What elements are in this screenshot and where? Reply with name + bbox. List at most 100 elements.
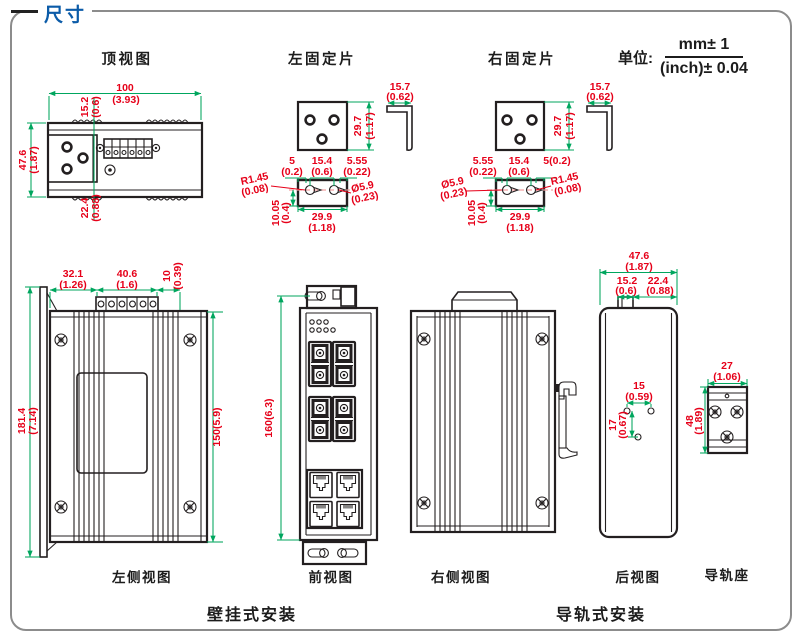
dim-lside-seg2-mm: 40.6 — [117, 268, 138, 280]
rail-mount-dimension-lines — [700, 379, 748, 454]
front-view: 160(6.3) 前视图 — [263, 284, 379, 585]
right-fixing-clip-view: 右固定片 — [439, 50, 614, 234]
mount-screw — [720, 430, 734, 444]
dim-rclip-slot-dia-mm: Ø5.9 — [440, 175, 465, 192]
corner-screw — [417, 332, 431, 346]
keyhole-slot — [307, 548, 329, 558]
rear-dimension-lines — [599, 269, 678, 438]
dim-rear-notch-in: (0.6) — [615, 285, 637, 297]
dim-rclip-edge1: 5(0.2) — [543, 155, 570, 167]
dim-rear-hole-span-mm: 15 — [633, 380, 645, 392]
dim-rear-hole-drop-mm: 17 — [607, 419, 619, 431]
dim-rear-hole-span-in: (0.59) — [625, 391, 652, 403]
corner-screw — [54, 333, 68, 347]
dim-rear-notch-mm: 15.2 — [617, 275, 638, 287]
dim-top-width-mm: 100 — [116, 82, 134, 94]
dim-lclip-slot-dia-mm: Ø5.9 — [350, 179, 375, 196]
dim-rclip-slot-dia-in: (0.23) — [439, 185, 468, 202]
dim-lclip-radius-in: (0.08) — [240, 182, 269, 199]
dim-lside-body-h: 150(5.9) — [211, 407, 223, 446]
dim-rclip-slot-span-mm: 15.4 — [509, 155, 530, 167]
right-clip-flange-profile — [586, 105, 613, 151]
top-view-body — [46, 119, 204, 201]
dim-lclip-radius-mm: R1.45 — [240, 170, 270, 188]
corner-screw — [417, 496, 431, 510]
front-bottom-bracket — [301, 540, 368, 566]
corner-screw — [535, 496, 549, 510]
ethernet-ports — [305, 468, 364, 530]
rear-view: 47.6 (1.87) 15.2 (0.6) 22.4 (0.88) 15 (0… — [598, 250, 679, 585]
dim-top-offset-bottom-in: (0.88) — [90, 194, 102, 221]
dim-lclip-plate-h-in: (1.17) — [364, 112, 376, 139]
dim-lclip-slot-dia-in: (0.23) — [350, 189, 379, 206]
corner-screw — [535, 332, 549, 346]
left-side-dimension-lines — [25, 286, 223, 558]
top-view-dimension-lines — [27, 90, 202, 220]
screw-hole — [61, 163, 73, 175]
header-line — [11, 10, 38, 13]
left-clip-bottom-plate — [289, 178, 356, 208]
dim-rclip-slot-depth-mm: 10.05 — [466, 200, 478, 226]
screw-hole — [61, 141, 73, 153]
left-clip-plate — [296, 100, 349, 152]
keyhole-slot — [337, 548, 359, 558]
units-label: 单位: — [618, 49, 653, 67]
dim-rclip-edge2-in: (0.22) — [469, 166, 496, 178]
front-dimension-lines — [277, 295, 310, 541]
dim-lside-overall-mm: 181.4 — [16, 408, 28, 434]
dim-rclip-slot-span-in: (0.6) — [508, 166, 530, 178]
rear-notch — [617, 296, 634, 309]
page-title: 尺寸 — [38, 0, 93, 27]
rear-caption: 后视图 — [616, 569, 661, 585]
terminal-block — [95, 138, 161, 159]
dim-rail-width-mm: 27 — [721, 360, 733, 372]
right-clip-dimension-lines — [483, 100, 612, 213]
rear-body — [598, 306, 679, 539]
dim-top-offset-top-mm: 15.2 — [79, 97, 91, 118]
dim-rclip-plate-h-in: (1.17) — [564, 112, 576, 139]
dim-rclip-flange-in: (0.62) — [586, 91, 613, 103]
dim-rclip-radius-in: (0.08) — [553, 181, 582, 198]
dim-rear-width-mm: 47.6 — [629, 250, 650, 262]
dim-lclip-slot-depth-mm: 10.05 — [270, 200, 282, 226]
units-note: 单位: mm± 1 (inch)± 0.04 — [618, 36, 748, 78]
rail-mount-install-caption: 导轨式安装 — [556, 605, 646, 624]
dim-rear-width-in: (1.87) — [625, 261, 652, 273]
dim-front-height: 160(6.3) — [263, 398, 275, 437]
dim-lclip-edge1-mm: 5 — [289, 155, 295, 167]
mount-screw — [708, 405, 722, 419]
dim-rear-hole-drop-in: (0.67) — [617, 411, 629, 438]
dim-rclip-plate-w-in: (1.18) — [506, 222, 533, 234]
small-hole — [724, 393, 730, 399]
dim-lside-overall-in: (7.14) — [27, 407, 39, 434]
dim-top-offset-top-in: (0.6) — [90, 96, 102, 118]
rail-mount-plate — [706, 385, 749, 455]
dim-lside-seg3-mm: 10 — [161, 270, 173, 282]
top-view-title: 顶视图 — [102, 50, 153, 68]
dim-lclip-plate-w-in: (1.18) — [308, 222, 335, 234]
right-side-view: 右侧视图 — [409, 291, 578, 585]
right-clip-plate — [494, 100, 546, 152]
dim-rail-width-in: (1.06) — [713, 371, 740, 383]
units-inch: (inch)± 0.04 — [660, 60, 748, 77]
units-mm: mm± 1 — [664, 36, 744, 58]
dim-top-width-in: (3.93) — [112, 94, 139, 106]
dim-lside-seg2-in: (1.6) — [116, 279, 138, 291]
left-clip-flange-profile — [386, 105, 413, 151]
page-border-frame — [10, 10, 792, 631]
terminal-profile — [451, 291, 518, 311]
right-clip-title: 右固定片 — [488, 50, 556, 68]
fiber-ports-group2 — [307, 395, 357, 443]
dim-rclip-slot-depth-in: (0.4) — [476, 202, 488, 224]
corner-screw — [183, 333, 197, 347]
wall-mount-caption: 壁挂式安装 — [207, 605, 297, 624]
right-side-caption: 右侧视图 — [431, 569, 491, 585]
left-fixing-clip-view: 左固定片 — [240, 50, 414, 234]
dim-lclip-slot-depth-in: (0.4) — [280, 202, 292, 224]
left-side-caption: 左侧视图 — [111, 569, 172, 585]
corner-screw — [54, 500, 68, 514]
dim-lclip-plate-w-mm: 29.9 — [312, 211, 333, 223]
ground-screw — [104, 164, 116, 176]
dim-rclip-edge2-mm: 5.55 — [473, 155, 494, 167]
